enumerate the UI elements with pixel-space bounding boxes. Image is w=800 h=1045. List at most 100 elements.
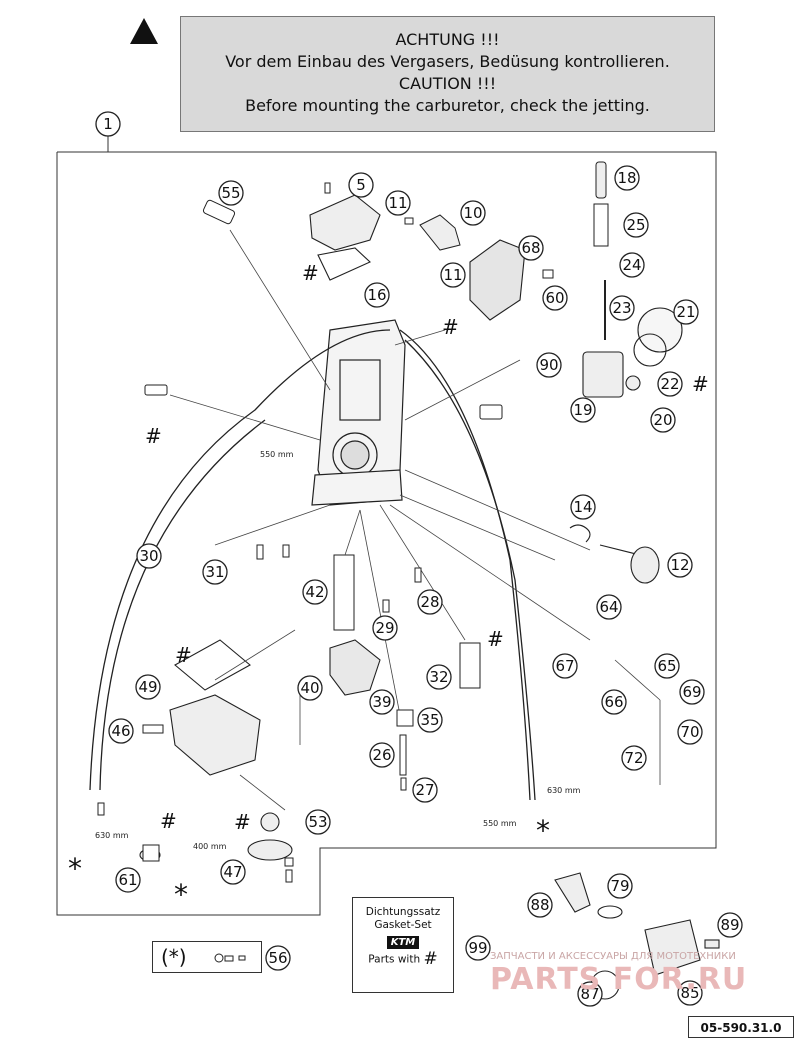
svg-text:24: 24 (622, 256, 641, 274)
needle-clip-set (593, 203, 609, 247)
dimension-label: 550 mm (260, 450, 294, 459)
callout-12: 12 (667, 552, 693, 578)
svg-text:16: 16 (367, 286, 386, 304)
jet-block-2 (459, 642, 481, 689)
hash-marker: # (487, 627, 504, 651)
hash-marker: # (302, 261, 319, 285)
svg-text:65: 65 (657, 657, 676, 675)
callout-65: 65 (654, 653, 680, 679)
hash-marker: # (145, 424, 162, 448)
callout-79: 79 (607, 873, 633, 899)
callout-25: 25 (623, 212, 649, 238)
svg-text:40: 40 (300, 679, 319, 697)
callout-88: 88 (527, 892, 553, 918)
svg-text:60: 60 (545, 289, 564, 307)
callout-28: 28 (417, 589, 443, 615)
dimension-label: 630 mm (95, 831, 129, 840)
svg-text:55: 55 (221, 184, 240, 202)
svg-text:5: 5 (356, 176, 366, 194)
callout-11-b: 11 (440, 262, 466, 288)
callout-55: 55 (218, 180, 244, 206)
callout-31: 31 (202, 559, 228, 585)
callout-42: 42 (302, 579, 328, 605)
throttle-cable-1 (89, 329, 391, 791)
callout-64: 64 (596, 594, 622, 620)
throttle-cable-2 (99, 419, 266, 791)
fasteners (97, 182, 554, 883)
svg-text:64: 64 (599, 598, 618, 616)
caution-line-en-text: Before mounting the carburetor, check th… (245, 96, 650, 115)
callout-90: 90 (536, 352, 562, 378)
callout-60: 60 (542, 285, 568, 311)
svg-text:31: 31 (205, 563, 224, 581)
svg-text:68: 68 (521, 239, 540, 257)
svg-text:10: 10 (463, 204, 482, 222)
svg-text:56: 56 (268, 949, 287, 967)
float-part (329, 639, 381, 696)
accelerator-pump (582, 307, 683, 398)
caution-line-de-text: Vor dem Einbau des Vergasers, Bedüsung k… (225, 52, 670, 71)
warning-triangle-icon (130, 18, 158, 44)
svg-text:66: 66 (604, 693, 623, 711)
hash-marker: # (234, 810, 251, 834)
callout-19: 19 (570, 397, 596, 423)
small-parts-icon (214, 953, 246, 963)
star-marker: * (536, 814, 550, 847)
svg-text:19: 19 (573, 401, 592, 419)
svg-text:29: 29 (375, 619, 394, 637)
gasket-title-en: Gasket-Set (374, 919, 432, 931)
svg-text:35: 35 (420, 711, 439, 729)
ktm-logo: KTM (386, 936, 420, 949)
bracket-part (419, 214, 461, 251)
callout-14: 14 (570, 494, 596, 520)
gasket-hash: # (423, 949, 438, 969)
callout-22: 22 (657, 371, 683, 397)
svg-text:61: 61 (118, 871, 137, 889)
callout-46: 46 (108, 718, 134, 744)
callout-32: 32 (426, 664, 452, 690)
callout-99: 99 (465, 935, 491, 961)
svg-text:79: 79 (610, 877, 629, 895)
svg-text:89: 89 (720, 916, 739, 934)
svg-text:28: 28 (420, 593, 439, 611)
svg-text:30: 30 (139, 547, 158, 565)
svg-text:99: 99 (468, 939, 487, 957)
callout-53: 53 (305, 809, 331, 835)
callout-69: 69 (679, 679, 705, 705)
callout-5: 5 (348, 172, 374, 198)
callout-72: 72 (621, 745, 647, 771)
svg-text:46: 46 (111, 722, 130, 740)
callout-1: 1 (95, 111, 121, 137)
svg-text:72: 72 (624, 749, 643, 767)
hash-marker: # (160, 809, 177, 833)
star-set-label: (*) (161, 945, 187, 969)
dimension-label: 550 mm (483, 819, 517, 828)
callout-24: 24 (619, 252, 645, 278)
dimension-label: 400 mm (193, 842, 227, 851)
callout-40: 40 (297, 675, 323, 701)
callout-70: 70 (677, 719, 703, 745)
gasket-set-box: Dichtungssatz Gasket-Set KTM Parts with … (352, 897, 454, 993)
svg-text:27: 27 (415, 781, 434, 799)
svg-text:14: 14 (573, 498, 592, 516)
svg-text:25: 25 (626, 216, 645, 234)
float-bowl (169, 639, 261, 776)
svg-text:53: 53 (308, 813, 327, 831)
carburetor-body (311, 319, 406, 506)
callout-66: 66 (601, 689, 627, 715)
callout-61: 61 (115, 867, 141, 893)
dimension-label: 630 mm (547, 786, 581, 795)
callout-68: 68 (518, 235, 544, 261)
callout-35: 35 (417, 707, 443, 733)
callout-67: 67 (552, 653, 578, 679)
callout-10: 10 (460, 200, 486, 226)
sensor-housing (469, 239, 526, 321)
callout-27: 27 (412, 777, 438, 803)
hash-marker: # (175, 643, 192, 667)
caution-line-en-title: CAUTION !!! (398, 74, 497, 93)
svg-text:42: 42 (305, 583, 324, 601)
star-marker: * (174, 878, 188, 911)
watermark-text: ЗАПЧАСТИ И АКСЕССУАРЫ ДЛЯ МОТОТЕХНИКИ (490, 951, 736, 962)
